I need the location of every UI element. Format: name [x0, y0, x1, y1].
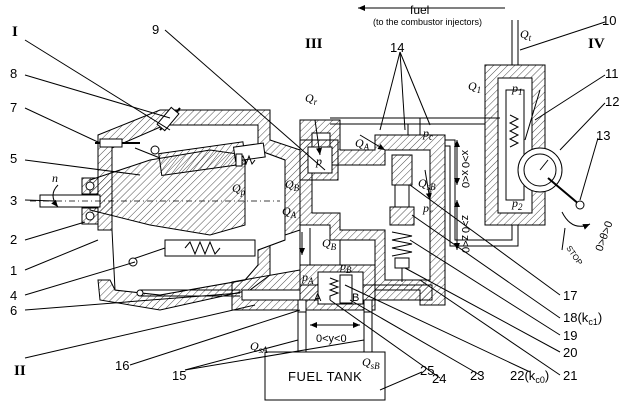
label-z-neg: z<0: [459, 235, 471, 253]
number-6: 6: [10, 303, 17, 318]
flow-qt: Qt: [520, 27, 532, 43]
label-x-pos: x>0: [459, 150, 471, 168]
number-11: 11: [605, 66, 619, 81]
fuel-lines: [51, 5, 519, 401]
pressure-labels: p1 p2 pc p pr pB pA: [301, 81, 523, 286]
pressure-p2: p2: [511, 196, 523, 212]
number-22: 22(kc0): [510, 368, 549, 385]
flow-qp: Qp: [232, 181, 246, 197]
label-x-neg: x<0: [459, 170, 471, 188]
pressure-unit: [484, 64, 591, 251]
header-labels: fuel (to the combustor injectors): [373, 3, 482, 27]
number-10: 10: [602, 13, 616, 28]
fuel-tank: [264, 351, 386, 401]
number-15: 15: [172, 368, 186, 383]
stop-label: STOP: [564, 244, 584, 267]
fuel-note: (to the combustor injectors): [373, 17, 482, 27]
pump-housing: [30, 106, 301, 311]
regulator-valve: [235, 119, 446, 306]
flow-qb-top: QB: [285, 177, 300, 193]
number-13: 13: [596, 128, 610, 143]
roman-label-iv: IV: [588, 36, 605, 52]
number-5: 5: [10, 151, 17, 166]
number-14: 14: [390, 40, 404, 55]
flow-qa-top: QA: [355, 136, 370, 152]
number-3: 3: [10, 193, 17, 208]
number-labels: 1 2 3 4 5 6 7 8 9 10 11 12 13 14 15 16 1…: [10, 13, 619, 386]
number-24: 24: [432, 371, 446, 386]
number-25: 25: [420, 363, 434, 378]
port-b: B: [352, 292, 359, 304]
number-16: 16: [115, 358, 129, 373]
number-8: 8: [10, 66, 17, 81]
fuel-tank-label: FUEL TANK: [288, 369, 362, 384]
number-1: 1: [10, 263, 17, 278]
number-20: 20: [563, 345, 577, 360]
pressure-p1: p1: [511, 81, 523, 97]
number-21: 21: [563, 368, 577, 383]
flow-qr: Qr: [305, 91, 318, 107]
pressure-pa: pA: [301, 270, 314, 286]
number-19: 19: [563, 328, 577, 343]
label-z-pos: z>0: [459, 215, 471, 233]
roman-labels: I II III IV: [12, 24, 605, 379]
number-9: 9: [152, 22, 159, 37]
pressure-pr: pr: [422, 201, 433, 217]
number-7: 7: [10, 100, 17, 115]
number-2: 2: [10, 232, 17, 247]
flow-qsa: QsA: [250, 339, 268, 355]
flow-qa-mid: QA: [282, 204, 297, 220]
number-4: 4: [10, 288, 17, 303]
flow-q1: Q1: [468, 79, 481, 95]
roman-label-ii: II: [14, 363, 26, 379]
number-18: 18(kc1): [563, 310, 602, 327]
pressure-pb: pB: [339, 259, 352, 275]
roman-label-iii: III: [305, 36, 323, 52]
flow-labels: Qt Q1 Qr QA QsB Qp QB QA QB QsA QsB: [232, 27, 532, 371]
fuel-label: fuel: [410, 3, 429, 17]
label-theta-range: 0>θ>0: [594, 220, 616, 253]
control-block: [231, 264, 433, 313]
pressure-pc: pc: [422, 126, 433, 142]
port-a: A: [314, 292, 322, 304]
flow-qsb: QsB: [362, 355, 380, 371]
number-12: 12: [605, 94, 619, 109]
flow-qb-mid: QB: [322, 236, 337, 252]
pressure-p: p: [315, 154, 322, 168]
shaft-speed-n: n: [52, 171, 58, 185]
leader-lines: [24, 21, 606, 391]
number-17: 17: [563, 288, 577, 303]
number-23: 23: [470, 368, 484, 383]
flow-qsb-top: QsB: [418, 176, 436, 192]
roman-label-i: I: [12, 24, 18, 40]
label-y-range: 0<y<0: [316, 333, 347, 345]
